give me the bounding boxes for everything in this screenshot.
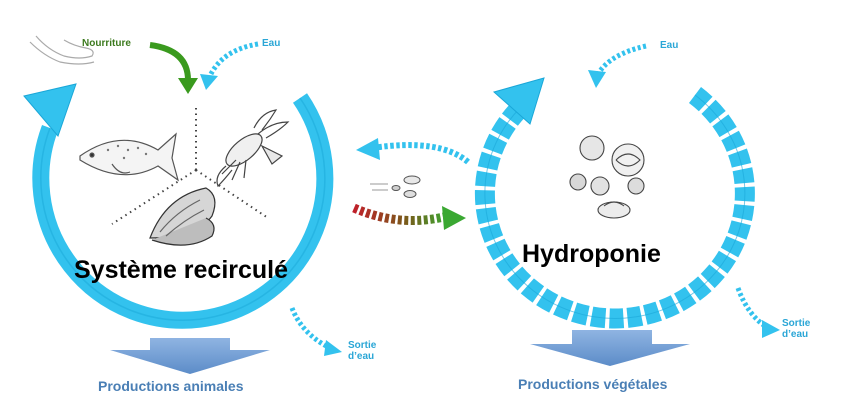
water-outlet-left: [289, 307, 342, 356]
vegetables-icon: [569, 135, 645, 219]
right-cycle-segments: [484, 77, 746, 319]
water-arrow-left: [200, 41, 259, 90]
left-cycle-arrowhead: [23, 83, 77, 137]
outlet-left-line2: d’eau: [348, 351, 375, 362]
bacteria-icon: [370, 175, 421, 198]
water-return-arrow: [356, 138, 470, 165]
species-dividers: [111, 108, 269, 225]
hand-icon: [29, 35, 95, 65]
water-label-right: Eau: [660, 40, 679, 51]
water-outlet-right: [735, 287, 780, 338]
crayfish-icon: [216, 109, 290, 188]
water-arrow-right: [588, 43, 647, 88]
outlet-left-line1: Sortie: [348, 340, 377, 351]
outlet-right-line2: d’eau: [782, 329, 809, 340]
mussel-icon: [149, 187, 216, 246]
outlet-label-right: Sortie d’eau: [782, 318, 810, 340]
production-label-right: Productions végétales: [518, 376, 668, 392]
food-arrow: [149, 42, 198, 94]
nutrient-arrow: [352, 203, 466, 230]
production-label-left: Productions animales: [98, 378, 244, 394]
food-label: Nourriture: [82, 38, 131, 49]
outlet-right-line1: Sortie: [782, 318, 811, 329]
fish-icon: [79, 132, 180, 182]
left-cycle-ring: [23, 83, 334, 329]
right-cycle-arrowhead: [492, 77, 545, 125]
system-label-right: Hydroponie: [522, 240, 661, 268]
production-arrow-left: [110, 338, 270, 374]
system-label-left: Système recirculé: [74, 256, 289, 284]
production-arrow-right: [530, 330, 690, 366]
outlet-label-left: Sortie d’eau: [348, 340, 376, 362]
water-label-left: Eau: [262, 38, 281, 49]
